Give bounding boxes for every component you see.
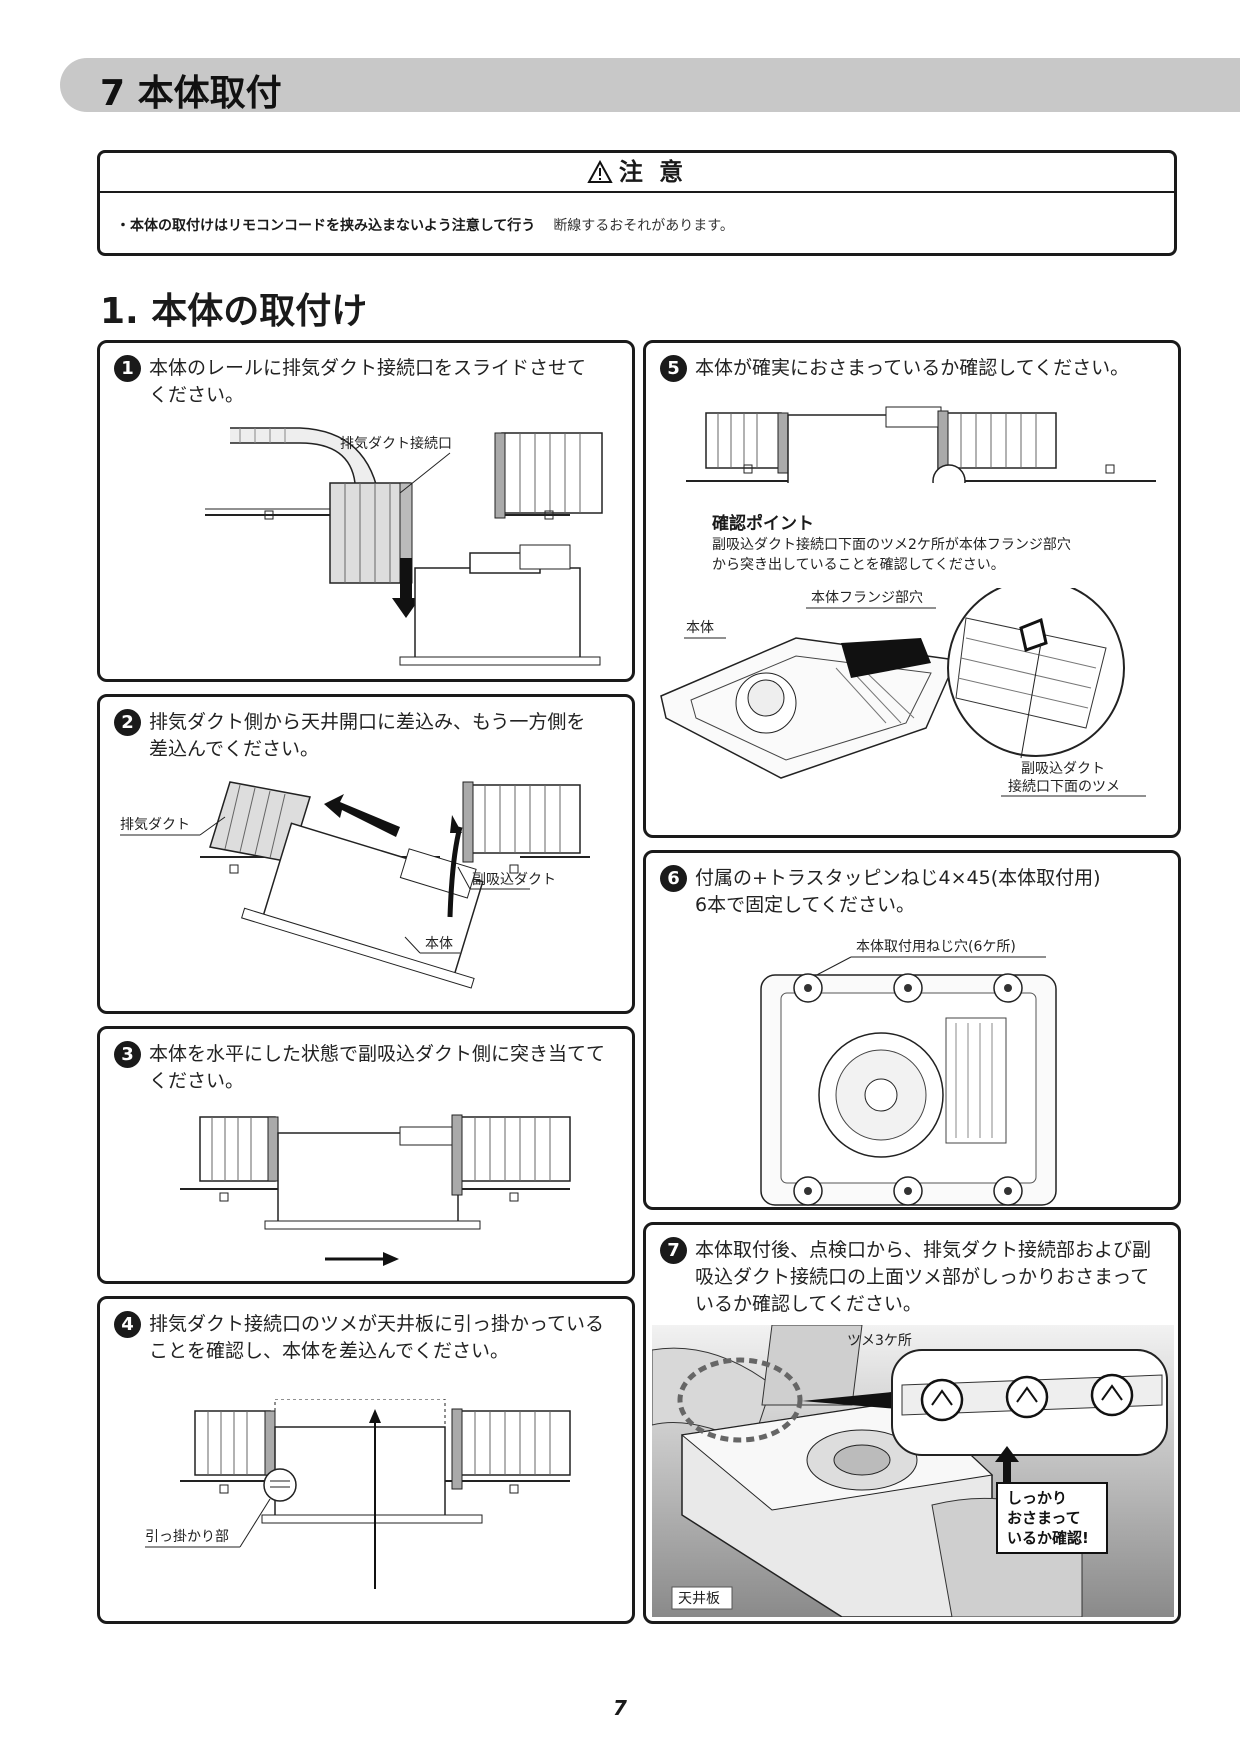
step-1-label-duct-port: 排気ダクト接続口 [340, 435, 452, 452]
chapter-title: 7 本体取付 [100, 73, 282, 114]
step-1-illustration: 排気ダクト接続口 [205, 427, 603, 666]
caution-bold-text: ・本体の取付けはリモコンコードを挟み込まないよう注意して行う [116, 218, 536, 234]
step-7-label-ceiling-board: 天井板 [678, 1591, 720, 1607]
step-7-callout-line-2: おさまって [1007, 1509, 1081, 1527]
step-5-label-claw-2: 接続口下面のツメ [1008, 778, 1120, 795]
step-number: 6 [660, 865, 687, 892]
step-7-callout-line-3: いるか確認! [1007, 1529, 1089, 1547]
step-number: 7 [660, 1237, 687, 1264]
step-6-illustration: 本体取付用ねじ穴(6ケ所) [760, 939, 1057, 1206]
step-5-illustration-top [686, 406, 1156, 483]
check-point-text: 副吸込ダクト接続口下面のツメ2ケ所が本体フランジ部穴から突き出していることを確認… [712, 537, 1071, 573]
check-point-title: 確認ポイント [712, 514, 814, 534]
step-2-illustration: 排気ダクト 副吸込ダクト 本体 [120, 781, 590, 989]
caution-body: ・本体の取付けはリモコンコードを挟み込まないよう注意して行う 断線するおそれがあり… [100, 193, 1174, 257]
caution-heading: 注 意 [100, 153, 1174, 193]
step-5-label-flange-hole: 本体フランジ部穴 [811, 590, 923, 606]
page-number: 7 [613, 1696, 627, 1720]
step-3-illustration [180, 1114, 571, 1266]
chapter-header: 7 本体取付 [60, 58, 1240, 114]
step-number: 4 [114, 1311, 141, 1338]
caution-normal-text: 断線するおそれがあります。 [553, 218, 734, 234]
step-7-label-claws: ツメ3ケ所 [847, 1333, 912, 1349]
caution-heading-text: 注 意 [618, 158, 688, 186]
caution-box: 注 意 ・本体の取付けはリモコンコードを挟み込まないよう注意して行う 断線するおそ… [97, 150, 1177, 256]
step-number: 5 [660, 355, 687, 382]
step-2-label-body: 本体 [425, 936, 453, 952]
step-5-label-body: 本体 [686, 620, 714, 636]
step-2-label-exhaust-duct: 排気ダクト [120, 817, 190, 833]
step-7-callout-line-1: しっかり [1007, 1489, 1067, 1507]
step-4-label-hook: 引っ掛かり部 [145, 1529, 229, 1545]
warning-icon [587, 159, 613, 183]
step-number: 2 [114, 709, 141, 736]
step-5-label-claw-1: 副吸込ダクト [1021, 761, 1105, 777]
step-number: 1 [114, 355, 141, 382]
step-4-illustration: 引っ掛かり部 [145, 1399, 571, 1589]
step-2-label-sub-intake-duct: 副吸込ダクト [472, 872, 556, 888]
section-title: 1. 本体の取付け [100, 291, 368, 332]
step-7-illustration: ツメ3ケ所 しっかり おさまって いるか確認! 天井板 [652, 1325, 1174, 1617]
step-5-illustration-bottom: 本体フランジ部穴 本体 副吸込ダクト 接続口下面のツメ [660, 588, 1146, 797]
step-6-label-screw-holes: 本体取付用ねじ穴(6ケ所) [856, 939, 1016, 955]
step-number: 3 [114, 1041, 141, 1068]
